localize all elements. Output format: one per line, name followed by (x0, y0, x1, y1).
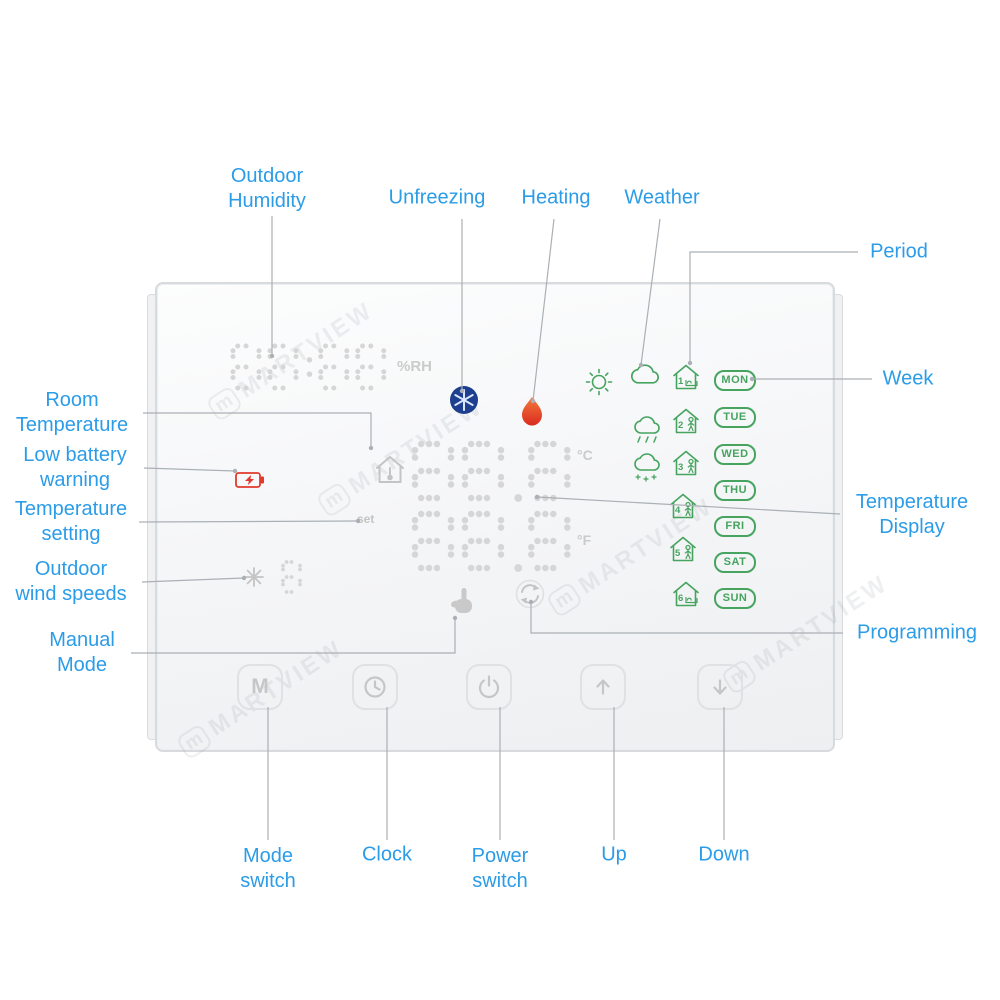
svg-text:4: 4 (675, 505, 681, 516)
week-pill-tue: TUE (714, 406, 756, 428)
arrow-up-icon (596, 679, 610, 695)
label-clock: Clock (361, 843, 413, 866)
week-pill-wed: WED (714, 443, 756, 465)
label-down: Down (698, 843, 750, 866)
label-up: Up (601, 843, 627, 866)
low-battery-icon (235, 472, 264, 488)
thermostat-device: m MARTVIEW m MARTVIEW m MARTVIEW m MARTV… (147, 282, 893, 761)
weather-sun-icon (585, 368, 613, 396)
svg-text:2: 2 (678, 420, 683, 431)
period-icon-1: 1 (673, 364, 699, 390)
label-unfreezing: Unfreezing (388, 186, 486, 209)
clock-icon (364, 676, 386, 698)
wind-speed-digit (281, 560, 302, 594)
period-icons: 1 2 3 4 5 6 (670, 364, 699, 607)
label-weather: Weather (624, 186, 700, 209)
week-pill-thu: THU (714, 479, 756, 501)
svg-text:1: 1 (678, 376, 684, 387)
mode-switch-button[interactable]: M (237, 664, 283, 710)
label-low-battery: Low battery warning (23, 444, 127, 491)
up-button[interactable] (580, 664, 626, 710)
temperature-main-display (411, 440, 571, 502)
humidity-unit: %RH (397, 358, 433, 375)
outdoor-wind-icon (244, 567, 264, 587)
label-temperature-display: Temperature Display (855, 491, 969, 538)
unfreezing-snowflake-icon (450, 386, 478, 414)
label-programming: Programming (856, 621, 978, 644)
arrow-down-icon (713, 679, 727, 695)
label-mode-switch: Mode switch (240, 845, 296, 892)
outdoor-humidity-display (230, 343, 387, 391)
room-temperature-icon (376, 456, 404, 483)
programming-icon (515, 579, 545, 609)
label-room-temperature: Room Temperature (15, 389, 129, 436)
temp-main-unit: °C (577, 447, 593, 463)
weather-rain-cloud-icon (634, 416, 660, 443)
period-icon-6: 6 (673, 581, 699, 607)
weather-snow-cloud-icon (634, 453, 660, 482)
power-switch-button[interactable] (466, 664, 512, 710)
heating-flame-icon (522, 397, 542, 426)
week-pill-fri: FRI (714, 515, 756, 537)
down-button[interactable] (697, 664, 743, 710)
label-outdoor-humidity: Outdoor Humidity (228, 165, 306, 212)
week-pill-sun: SUN (714, 587, 756, 609)
svg-text:6: 6 (678, 593, 683, 604)
temperature-sub-display (411, 510, 571, 572)
label-heating: Heating (521, 186, 591, 209)
svg-text:5: 5 (675, 548, 681, 559)
svg-text:3: 3 (678, 462, 683, 473)
clock-button[interactable] (352, 664, 398, 710)
label-outdoor-wind: Outdoor wind speeds (15, 558, 127, 605)
label-manual-mode: Manual Mode (49, 629, 115, 676)
week-pill-sat: SAT (714, 551, 756, 573)
label-period: Period (870, 240, 928, 263)
manual-mode-hand-icon (451, 588, 472, 613)
power-icon (478, 675, 500, 699)
period-icon-4: 4 (670, 493, 696, 519)
device-right-edge (835, 294, 843, 740)
period-icon-2: 2 (673, 408, 699, 434)
mode-icon: M (251, 675, 269, 698)
device-left-edge (147, 294, 155, 740)
week-pill-mon: MON (714, 369, 756, 391)
label-temperature-setting: Temperature setting (14, 498, 128, 545)
weather-cloud-icon (630, 364, 660, 384)
period-icon-3: 3 (673, 450, 699, 476)
set-indicator: set (357, 512, 375, 526)
label-week: Week (882, 367, 934, 390)
period-icon-5: 5 (670, 536, 696, 562)
temp-sub-unit: °F (577, 532, 592, 548)
label-power-switch: Power switch (471, 845, 529, 892)
